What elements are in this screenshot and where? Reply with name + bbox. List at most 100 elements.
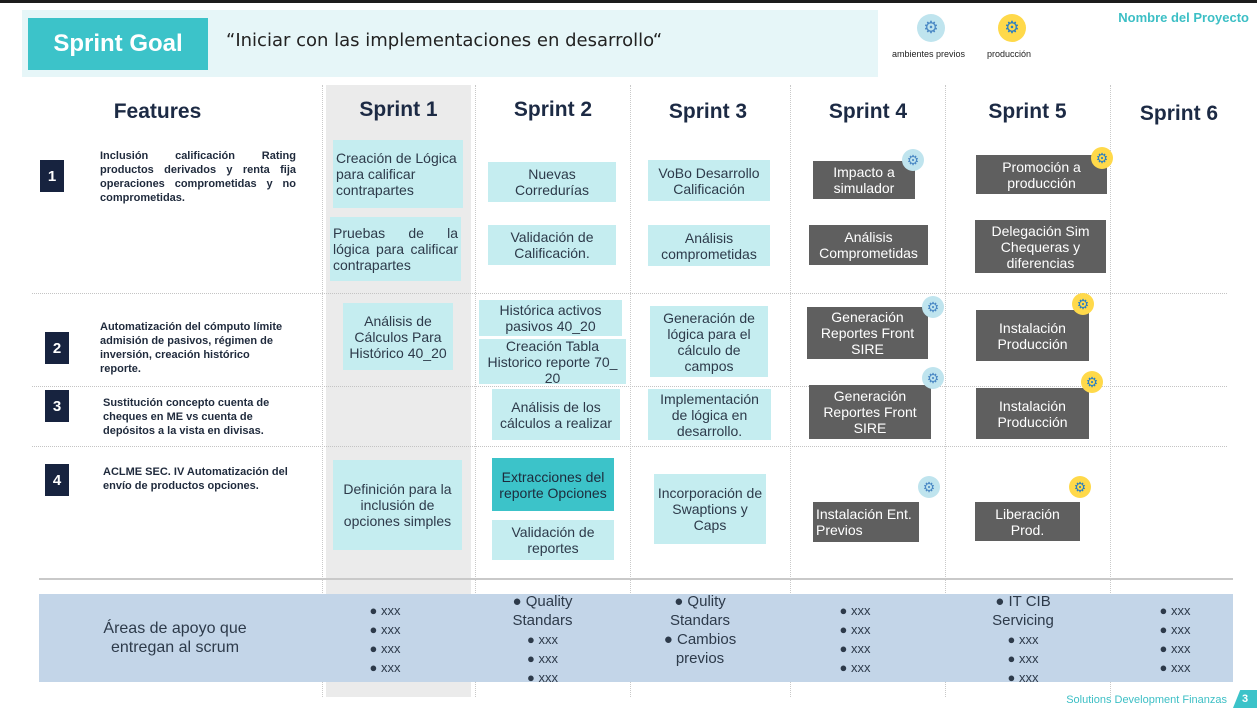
gear-icon: ⚙ bbox=[1091, 147, 1113, 169]
list-item: ● xxx bbox=[1007, 632, 1039, 647]
gears-icon: ⚙ bbox=[922, 296, 944, 318]
feature-number: 4 bbox=[45, 464, 69, 496]
row-divider bbox=[32, 293, 1227, 294]
support-areas-band bbox=[39, 594, 1233, 682]
feature-description: Automatización del cómputo límite admisi… bbox=[100, 321, 283, 375]
feature-number: 1 bbox=[40, 160, 64, 192]
column-divider bbox=[322, 85, 323, 697]
list-item: ● xxx bbox=[1007, 651, 1039, 666]
list-item: ● xxx bbox=[527, 670, 558, 685]
task-card[interactable]: Pruebas de la lógica para calificar cont… bbox=[330, 217, 461, 281]
task-card[interactable]: Creación Tabla Historico reporte 70_ 20 bbox=[479, 338, 626, 386]
gear-icon: ⚙ bbox=[1081, 371, 1103, 393]
list-item: ● xxx bbox=[839, 603, 871, 618]
list-item: ● xxx bbox=[1159, 660, 1191, 675]
task-card-prev-env[interactable]: Análisis Comprometidas bbox=[809, 225, 928, 265]
feature-description: ACLME SEC. IV Automatización del envío d… bbox=[103, 466, 288, 492]
sprint-goal-text: “Iniciar con las implementaciones en des… bbox=[226, 30, 663, 51]
column-divider bbox=[790, 85, 791, 697]
task-card[interactable]: Validación de reportes bbox=[492, 520, 614, 560]
footer-text: Solutions Development Finanzas bbox=[1066, 694, 1227, 706]
task-card-prev-env[interactable]: Generación Reportes Front SIRE bbox=[807, 307, 928, 359]
support-list-sprint2: ● Quality Standars ● xxx ● xxx ● xxx bbox=[485, 592, 600, 687]
list-item: Servicing bbox=[992, 612, 1054, 629]
task-card[interactable]: Histórica activos pasivos 40_20 bbox=[479, 300, 622, 336]
support-list-sprint3: ● Qulity Standars ● Cambios previos bbox=[645, 592, 755, 668]
list-item: ● IT CIB bbox=[995, 593, 1051, 610]
task-card[interactable]: VoBo Desarrollo Calificación bbox=[648, 160, 770, 201]
task-card[interactable]: Creación de Lógica para calificar contra… bbox=[333, 140, 463, 208]
list-item: Standars bbox=[512, 612, 573, 629]
feature-number: 2 bbox=[45, 332, 69, 364]
list-item: ● xxx bbox=[1159, 622, 1191, 637]
task-card[interactable]: Incorporación de Swaptions y Caps bbox=[654, 474, 766, 544]
task-card-prev-env[interactable]: Generación Reportes Front SIRE bbox=[809, 385, 931, 439]
task-card-production[interactable]: Liberación Prod. bbox=[975, 502, 1080, 541]
task-card[interactable]: Análisis comprometidas bbox=[648, 225, 770, 266]
list-item: ● xxx bbox=[369, 660, 401, 675]
row-divider bbox=[32, 446, 1227, 447]
list-item: ● Quality bbox=[512, 593, 573, 610]
task-card[interactable]: Validación de Calificación. bbox=[488, 225, 616, 265]
column-divider bbox=[630, 85, 631, 697]
legend-ambientes-previos: ambientes previos bbox=[892, 49, 966, 59]
task-card[interactable]: Generación de lógica para el cálculo de … bbox=[650, 306, 768, 377]
list-item: ● xxx bbox=[527, 632, 558, 647]
task-card[interactable]: Extracciones del reporte Opciones bbox=[492, 458, 614, 511]
feature-description: Inclusión calificación Rating productos … bbox=[100, 150, 296, 204]
gears-icon: ⚙ bbox=[922, 367, 944, 389]
list-item: ● xxx bbox=[369, 641, 401, 656]
gears-icon: ⚙ bbox=[902, 149, 924, 171]
task-card[interactable]: Definición para la inclusión de opciones… bbox=[333, 460, 462, 550]
page-number: 3 bbox=[1233, 690, 1257, 708]
support-list-sprint6: ● xxx ● xxx ● xxx ● xxx bbox=[1130, 601, 1220, 677]
support-areas-label: Áreas de apoyo que entregan al scrum bbox=[103, 620, 247, 656]
list-item: ● xxx bbox=[527, 651, 558, 666]
task-card-production[interactable]: Delegación Sim Chequeras y diferencias bbox=[975, 220, 1106, 273]
task-card-production[interactable]: Instalación Producción bbox=[976, 310, 1089, 361]
list-item: ● xxx bbox=[1007, 670, 1039, 685]
task-card[interactable]: Implementación de lógica en desarrollo. bbox=[648, 389, 771, 440]
task-card[interactable]: Nuevas Corredurías bbox=[488, 162, 616, 202]
gears-icon: ⚙ bbox=[917, 14, 945, 42]
task-card[interactable]: Análisis de Cálculos Para Histórico 40_2… bbox=[343, 303, 453, 370]
row-divider bbox=[32, 386, 1227, 387]
feature-number: 3 bbox=[45, 390, 69, 422]
column-header-sprint1: Sprint 1 bbox=[359, 98, 438, 121]
gear-icon: ⚙ bbox=[1072, 293, 1094, 315]
list-item: ● xxx bbox=[839, 641, 871, 656]
list-item: ● xxx bbox=[369, 622, 401, 637]
column-header-features: Features bbox=[113, 100, 202, 123]
legend-produccion: producción bbox=[987, 49, 1032, 59]
list-item: ● xxx bbox=[1159, 603, 1191, 618]
column-header-sprint5: Sprint 5 bbox=[988, 100, 1067, 123]
column-header-sprint6: Sprint 6 bbox=[1139, 102, 1219, 125]
task-card-prev-env[interactable]: Impacto a simulador bbox=[813, 161, 915, 199]
column-header-sprint3: Sprint 3 bbox=[668, 100, 748, 123]
column-divider bbox=[1110, 85, 1111, 697]
task-card[interactable]: Análisis de los cálculos a realizar bbox=[492, 389, 620, 440]
task-card-production[interactable]: Instalación Producción bbox=[976, 388, 1089, 439]
column-divider bbox=[945, 85, 946, 697]
support-list-sprint5: ● IT CIB Servicing ● xxx ● xxx ● xxx bbox=[968, 592, 1078, 687]
list-item: ● xxx bbox=[369, 603, 401, 618]
gear-icon: ⚙ bbox=[998, 14, 1026, 42]
support-divider bbox=[39, 578, 1233, 580]
task-card-production[interactable]: Promoción a producción bbox=[976, 155, 1107, 194]
feature-description: Sustitución concepto cuenta de cheques e… bbox=[103, 397, 270, 437]
sprint-goal-badge: Sprint Goal bbox=[28, 18, 208, 70]
top-border bbox=[0, 0, 1257, 3]
column-header-sprint4: Sprint 4 bbox=[828, 100, 908, 123]
list-item: previos bbox=[675, 650, 725, 667]
column-divider bbox=[475, 85, 476, 697]
list-item: ● xxx bbox=[839, 622, 871, 637]
list-item: ● Cambios bbox=[663, 631, 737, 648]
gear-icon: ⚙ bbox=[1069, 476, 1091, 498]
project-name: Nombre del Proyecto bbox=[1118, 10, 1249, 25]
list-item: Standars bbox=[669, 612, 731, 629]
support-list-sprint1: ● xxx ● xxx ● xxx ● xxx bbox=[340, 601, 430, 677]
list-item: ● xxx bbox=[1159, 641, 1191, 656]
task-card-prev-env[interactable]: Instalación Ent. Previos bbox=[813, 502, 919, 542]
column-header-sprint2: Sprint 2 bbox=[513, 98, 593, 121]
support-list-sprint4: ● xxx ● xxx ● xxx ● xxx bbox=[810, 601, 900, 677]
